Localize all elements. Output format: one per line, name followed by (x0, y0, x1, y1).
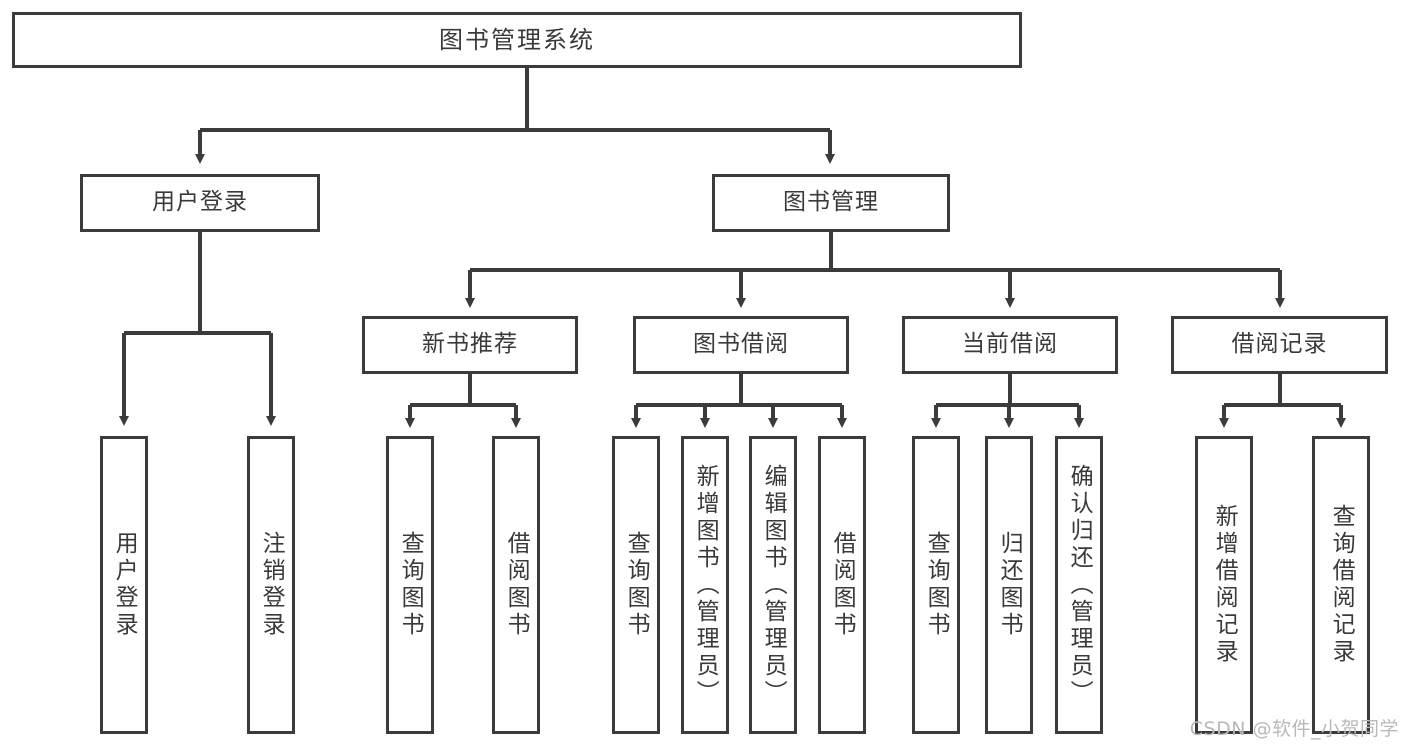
node-borrow-record[interactable]: 借阅记录 (1171, 316, 1388, 374)
node-book-management[interactable]: 图书管理 (712, 174, 950, 232)
node-leaf-return-book[interactable]: 归还图书 (985, 436, 1033, 734)
node-leaf-add-borrow-record[interactable]: 新增借阅记录 (1195, 436, 1253, 734)
node-user-login[interactable]: 用户登录 (80, 174, 320, 232)
node-leaf-user-login[interactable]: 用户登录 (100, 436, 148, 734)
node-leaf-borrow-book-2[interactable]: 借阅图书 (818, 436, 866, 734)
node-leaf-edit-book[interactable]: 编辑图书（管理员） (749, 436, 797, 734)
node-book-borrow[interactable]: 图书借阅 (633, 316, 849, 374)
node-leaf-query-borrow-record[interactable]: 查询借阅记录 (1312, 436, 1370, 734)
node-leaf-query-book-1[interactable]: 查询图书 (386, 436, 434, 734)
node-leaf-query-book-2[interactable]: 查询图书 (612, 436, 660, 734)
node-system-title[interactable]: 图书管理系统 (12, 12, 1022, 68)
node-leaf-borrow-book-1[interactable]: 借阅图书 (492, 436, 540, 734)
node-leaf-add-book[interactable]: 新增图书（管理员） (681, 436, 729, 734)
watermark-credit: CSDN @软件_小贺同学 (1189, 718, 1399, 740)
node-new-book-recommend[interactable]: 新书推荐 (362, 316, 578, 374)
node-leaf-logout-login[interactable]: 注销登录 (247, 436, 295, 734)
node-leaf-query-book-3[interactable]: 查询图书 (912, 436, 960, 734)
node-leaf-confirm-return[interactable]: 确认归还（管理员） (1055, 436, 1103, 734)
node-current-borrow[interactable]: 当前借阅 (902, 316, 1118, 374)
